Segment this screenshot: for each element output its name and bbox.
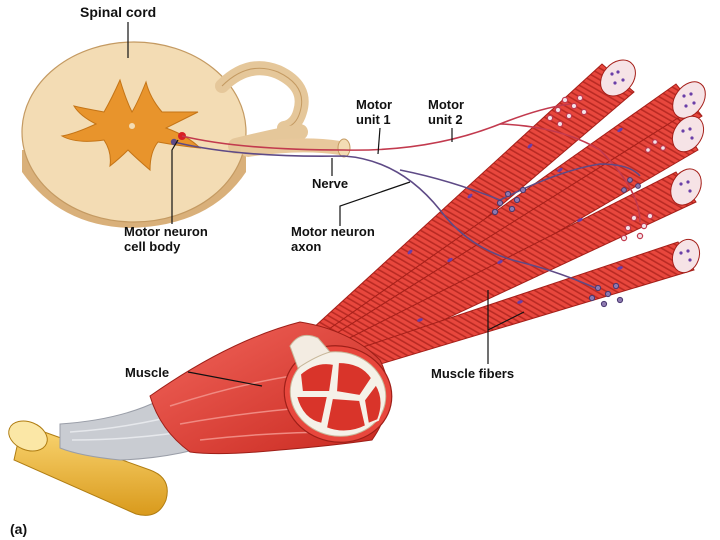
muscle-fibers [299, 59, 706, 379]
label-panel: (a) [10, 521, 28, 537]
motor-unit-2-axon [173, 141, 641, 291]
label-motor-neuron-axon: Motor neuron axon [291, 224, 375, 254]
label-muscle-fibers: Muscle fibers [431, 366, 515, 381]
motor-unit-1-endings [546, 94, 666, 242]
nerve [241, 138, 351, 158]
label-muscle: Muscle [125, 365, 170, 380]
bone [13, 423, 168, 516]
label-motor-unit-1: Motor unit 1 [356, 97, 393, 127]
label-motor-neuron-cell-body: Motor neuron cell body [124, 224, 208, 254]
spinal-cord [21, 41, 309, 228]
leader-lines [127, 22, 525, 387]
label-nerve: Nerve [312, 176, 349, 191]
motor-unit-1-axon [181, 103, 641, 223]
label-spinal-cord: Spinal cord [80, 4, 157, 20]
label-motor-unit-2: Motor unit 2 [428, 97, 465, 127]
motor-unit-2-endings [491, 177, 641, 308]
muscle [8, 321, 393, 516]
